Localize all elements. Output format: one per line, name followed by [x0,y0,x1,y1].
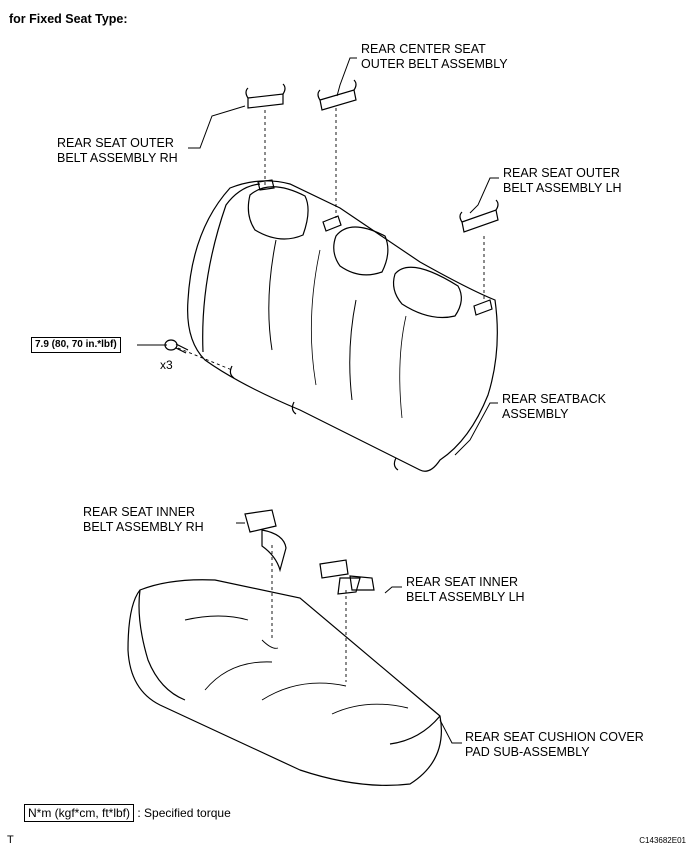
legend-unit-box: N*m (kgf*cm, ft*lbf) [24,804,135,822]
headrest-rh [247,186,309,240]
rh-outer-belt-strip [245,83,286,109]
inner-belt-rh [244,509,287,573]
torque-spec-box: 7.9 (80, 70 in.*lbf) [31,337,121,353]
center-outer-belt-strip [317,79,357,111]
label-rear-seat-inner-belt-rh: REAR SEAT INNER BELT ASSEMBLY RH [83,505,204,534]
inner-belt-lh [319,559,375,595]
label-rear-center-seat-outer-belt: REAR CENTER SEAT OUTER BELT ASSEMBLY [361,42,508,71]
figure-code: C143682E01 [639,836,686,845]
leader-lines [137,57,499,744]
headrest-center [333,226,389,276]
legend-description: : Specified torque [137,806,231,820]
bolt [164,339,189,354]
label-rear-seat-outer-belt-lh: REAR SEAT OUTER BELT ASSEMBLY LH [503,166,622,195]
label-rear-seat-inner-belt-lh: REAR SEAT INNER BELT ASSEMBLY LH [406,575,525,604]
label-rear-seat-outer-belt-rh: REAR SEAT OUTER BELT ASSEMBLY RH [57,136,178,165]
label-rear-seatback-assembly: REAR SEATBACK ASSEMBLY [502,392,606,421]
lh-outer-belt-strip [459,199,499,233]
corner-mark: T [7,834,14,846]
label-rear-seat-cushion-cover: REAR SEAT CUSHION COVER PAD SUB-ASSEMBLY [465,730,644,759]
torque-legend: N*m (kgf*cm, ft*lbf) : Specified torque [24,804,231,822]
dashed-lines [177,108,485,682]
headrest-lh [392,266,462,319]
figure-title: for Fixed Seat Type: [9,12,128,26]
rear-seat-cushion [127,579,442,786]
bolt-quantity: x3 [160,358,173,372]
rear-seatback [187,179,498,472]
